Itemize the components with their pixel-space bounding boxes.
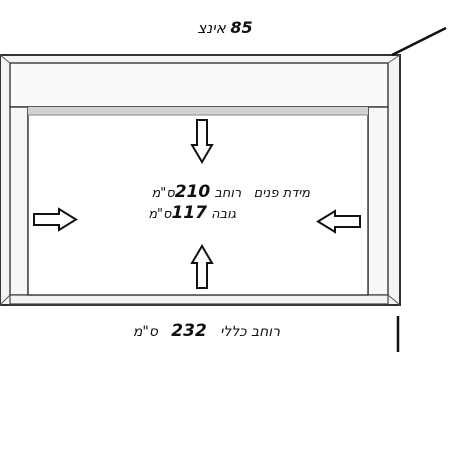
arrow-left-icon [316,209,361,234]
overall-width-label: רוחב כללי 232 ס"מ [100,321,280,341]
arrow-up-icon [190,244,214,289]
bottom-sill [9,294,389,305]
arrow-right-icon [33,207,78,232]
arrow-down-icon [190,119,214,164]
bevel-lines [0,54,401,306]
overall-width-text: רוחב כללי [220,324,280,340]
left-jamb [9,106,29,296]
inner-dimensions-title: מידת פנים [253,186,310,201]
corner-diagonal-line [391,26,447,57]
inner-height-row: גובה 117ס"מ [125,203,236,223]
overall-width-unit: ס"מ [132,324,158,340]
top-width-value: 85 [230,18,253,37]
inner-width-label: רוחב [214,186,242,201]
inner-width-row: מידת פנים רוחב 210ס"מ [125,182,310,202]
right-jamb [367,106,389,296]
inner-height-label: גובה [211,207,236,222]
overall-width-value: 232 [171,321,207,341]
inner-height-value: 117 [171,203,207,223]
inner-width-unit: ס"מ [151,186,175,201]
inner-width-value: 210 [174,182,211,202]
top-width-label: 85 אינצ [150,18,300,37]
header-shadow [28,107,368,115]
header-box [9,62,389,108]
top-width-unit: אינצ [197,19,226,37]
inner-height-unit: ס"מ [148,207,172,222]
